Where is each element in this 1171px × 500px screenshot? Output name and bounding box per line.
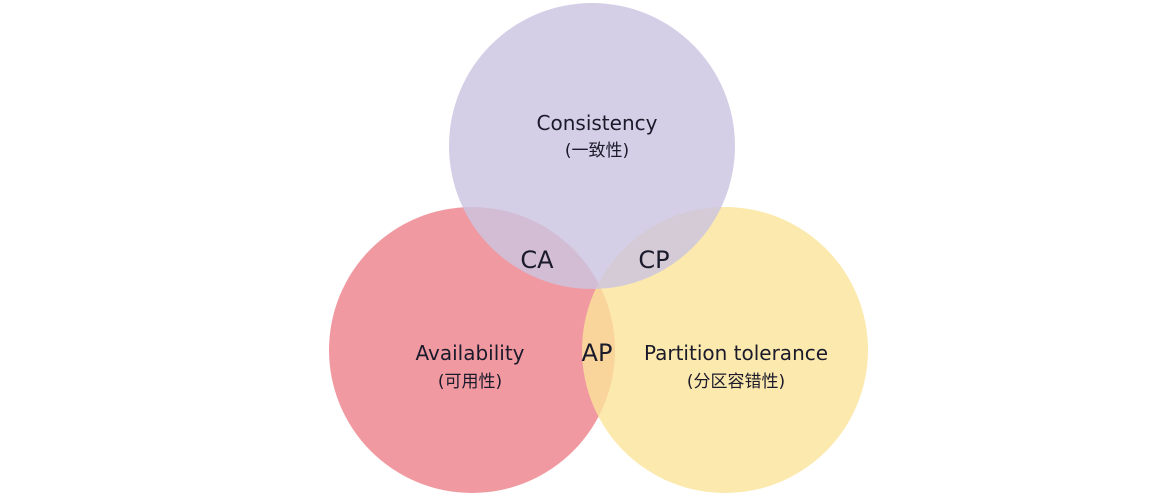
availability-label: Availability bbox=[415, 341, 524, 365]
consistency-circle bbox=[449, 3, 735, 289]
partition-tolerance-sublabel: (分区容错性) bbox=[687, 372, 785, 392]
availability-sublabel: (可用性) bbox=[438, 372, 502, 392]
ca-intersection-label: CA bbox=[520, 246, 554, 274]
ap-intersection-label: AP bbox=[582, 339, 613, 367]
partition-tolerance-label: Partition tolerance bbox=[644, 341, 828, 365]
cp-intersection-label: CP bbox=[638, 246, 669, 274]
consistency-sublabel: (一致性) bbox=[565, 141, 629, 161]
consistency-label: Consistency bbox=[537, 111, 658, 135]
partition-tolerance-circle bbox=[582, 207, 868, 493]
